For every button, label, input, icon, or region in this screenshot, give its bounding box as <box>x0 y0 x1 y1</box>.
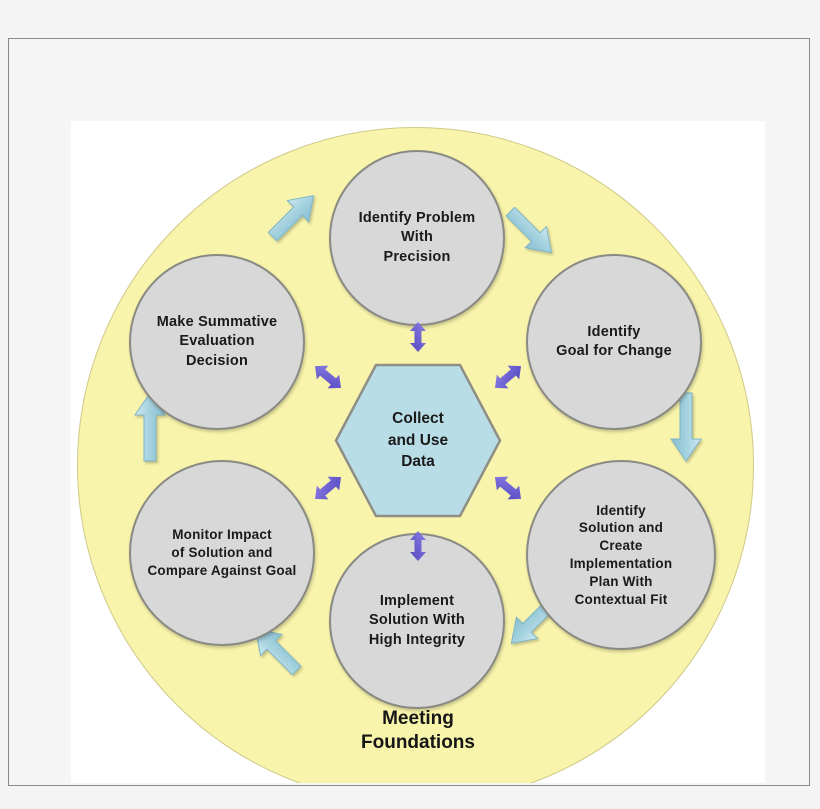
node-summative-evaluation-line-1: Make Summative <box>156 314 278 331</box>
node-monitor-impact-line-2: of Solution and <box>171 545 273 561</box>
node-identify-solution-line-4: Implementation <box>569 556 673 571</box>
hexagon-label-line2: and Use <box>387 431 449 449</box>
node-identify-solution-line-3: Create <box>599 538 643 554</box>
hexagon-shape <box>334 363 502 518</box>
node-identify-solution-line-1: Identify <box>596 502 646 518</box>
node-identify-problem-line-1: Identify Problem <box>358 210 476 227</box>
node-implement-solution-line-3: High Integrity <box>368 631 466 648</box>
node-identify-solution-line-5: Plan With <box>589 573 653 589</box>
node-monitor-impact-line-3: Compare Against Goal <box>147 562 297 578</box>
center-hexagon-label: Collect and Use Data <box>388 408 448 472</box>
node-identify-goal-line-1: Identify <box>587 323 641 340</box>
diagram-caption-line-1: Meeting <box>382 708 454 729</box>
node-identify-problem-line-3: Precision <box>383 248 451 265</box>
hexagon-label-line3: Data <box>401 453 435 471</box>
diagram-caption-line-2: Foundations <box>361 732 475 754</box>
hexagon-label-line1: Collect <box>392 410 444 428</box>
node-identify-solution-line-2: Solution and <box>578 520 664 536</box>
center-hexagon[interactable]: Collect and Use Data <box>334 363 502 518</box>
node-identify-goal-line-2: Goal for Change <box>556 343 672 359</box>
node-summative-evaluation-line-3: Decision <box>185 352 249 369</box>
node-monitor-impact-line-1: Monitor Impact <box>172 527 272 543</box>
node-identify-solution-line-6: Contextual Fit <box>574 591 668 607</box>
node-summative-evaluation-line-2: Evaluation <box>179 333 255 350</box>
node-implement-solution-line-2: Solution With <box>369 612 465 629</box>
node-identify-problem-line-2: With <box>400 229 434 246</box>
node-implement-solution-line-1: Implement <box>379 593 455 610</box>
